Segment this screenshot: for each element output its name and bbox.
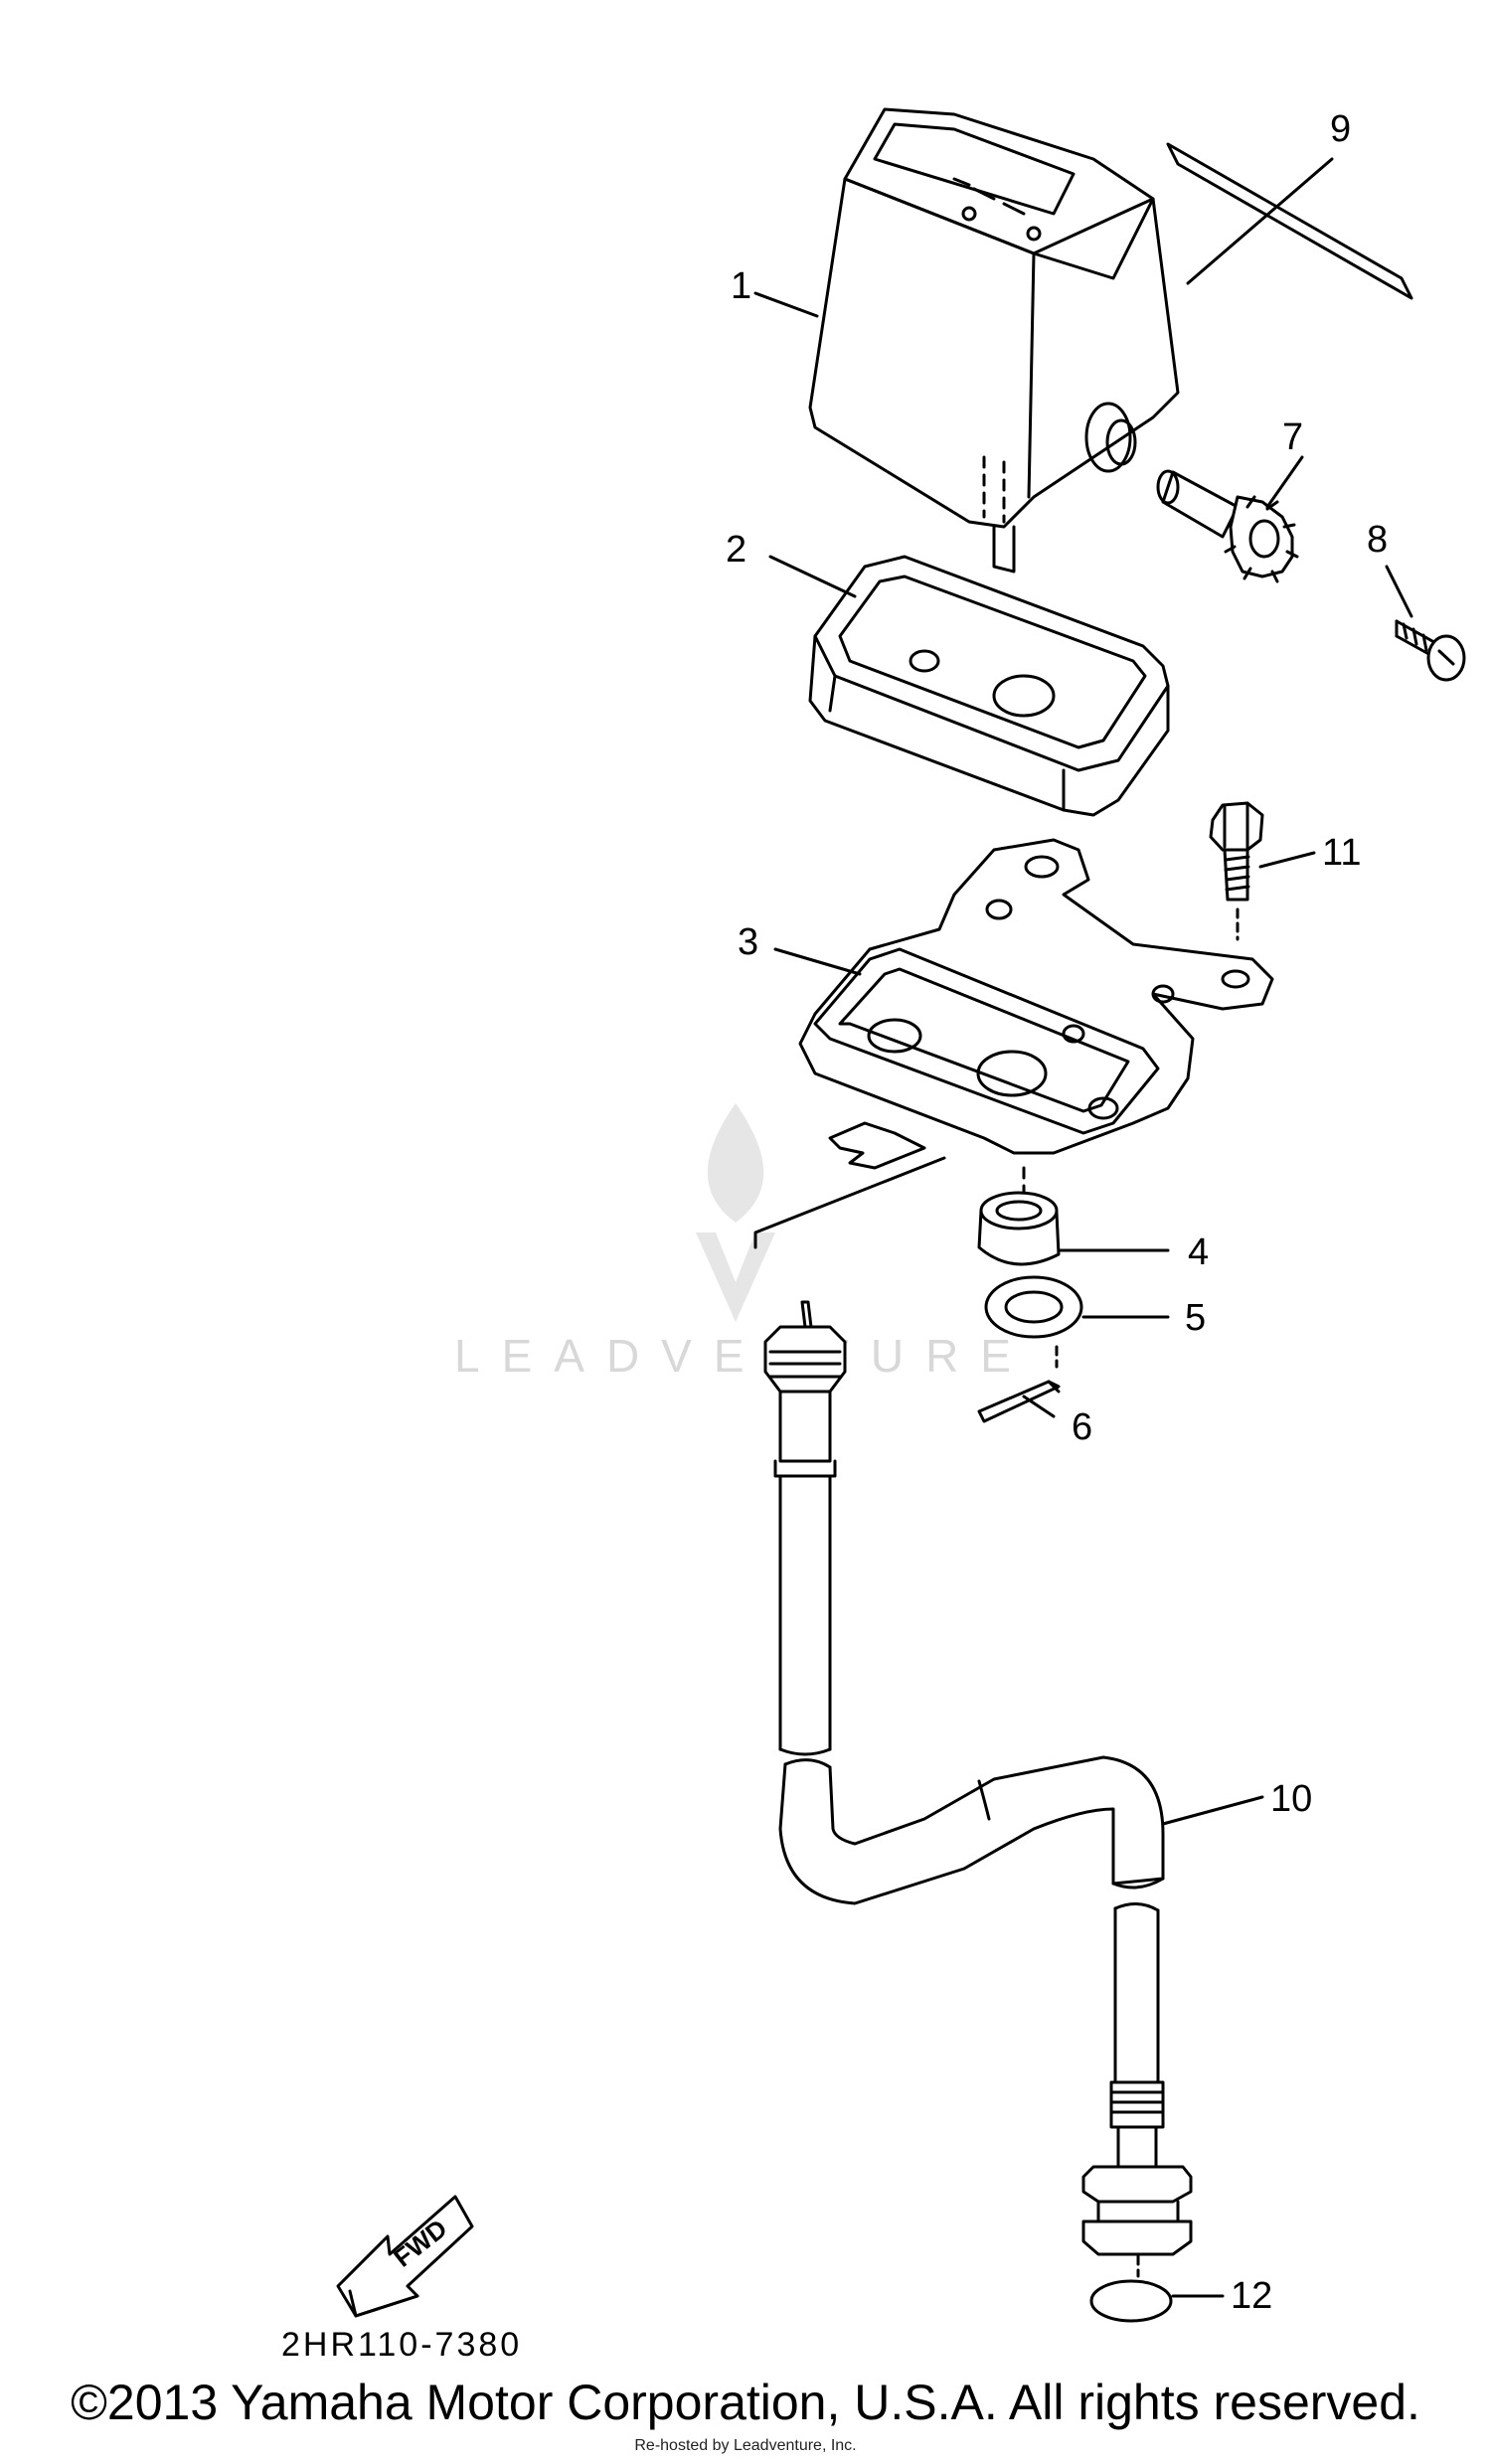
watermark-v-icon [696, 1232, 775, 1322]
label-3: 3 [738, 921, 758, 963]
part-2-cushion [808, 555, 1170, 817]
label-7: 7 [1282, 416, 1303, 458]
diagram-code: 2HR110-7380 [281, 2326, 522, 2364]
part-10-speedometer-cable [763, 1300, 1193, 2278]
label-5: 5 [1185, 1297, 1206, 1339]
label-8: 8 [1367, 519, 1388, 561]
rehosted-notice: Re-hosted by Leadventure, Inc. [634, 2437, 857, 2454]
part-5-washer [984, 1275, 1083, 1369]
label-6: 6 [1072, 1406, 1092, 1448]
watermark-flame-icon [707, 1103, 764, 1223]
label-2: 2 [726, 529, 746, 571]
part-1-meter-housing [808, 107, 1180, 574]
label-1: 1 [731, 265, 751, 307]
fwd-arrow-icon [336, 2195, 474, 2318]
part-9-label-strip [1166, 142, 1413, 300]
watermark-text: LEADVENTURE [454, 1330, 1033, 1382]
label-12: 12 [1231, 2275, 1272, 2317]
part-labels: 1 2 3 4 5 6 7 8 9 10 11 12 FWD 2HR110-73… [281, 108, 1388, 2364]
part-8-screw [1395, 619, 1466, 682]
label-4: 4 [1188, 1232, 1209, 1273]
part-7-gear [1156, 469, 1299, 583]
part-4-grommet [977, 1191, 1061, 1266]
copyright-notice: ©2013 Yamaha Motor Corporation, U.S.A. A… [71, 2375, 1420, 2430]
part-12-o-ring [1089, 2279, 1173, 2323]
watermark: LEADVENTURE [454, 1103, 1033, 1382]
label-9: 9 [1330, 108, 1351, 150]
label-leaders [753, 157, 1413, 2298]
part-11-bolt [1209, 801, 1264, 941]
part-3-meter-bracket [798, 838, 1274, 1170]
part-6-clip [977, 1380, 1061, 1423]
label-10: 10 [1270, 1778, 1312, 1820]
label-11: 11 [1322, 832, 1361, 874]
